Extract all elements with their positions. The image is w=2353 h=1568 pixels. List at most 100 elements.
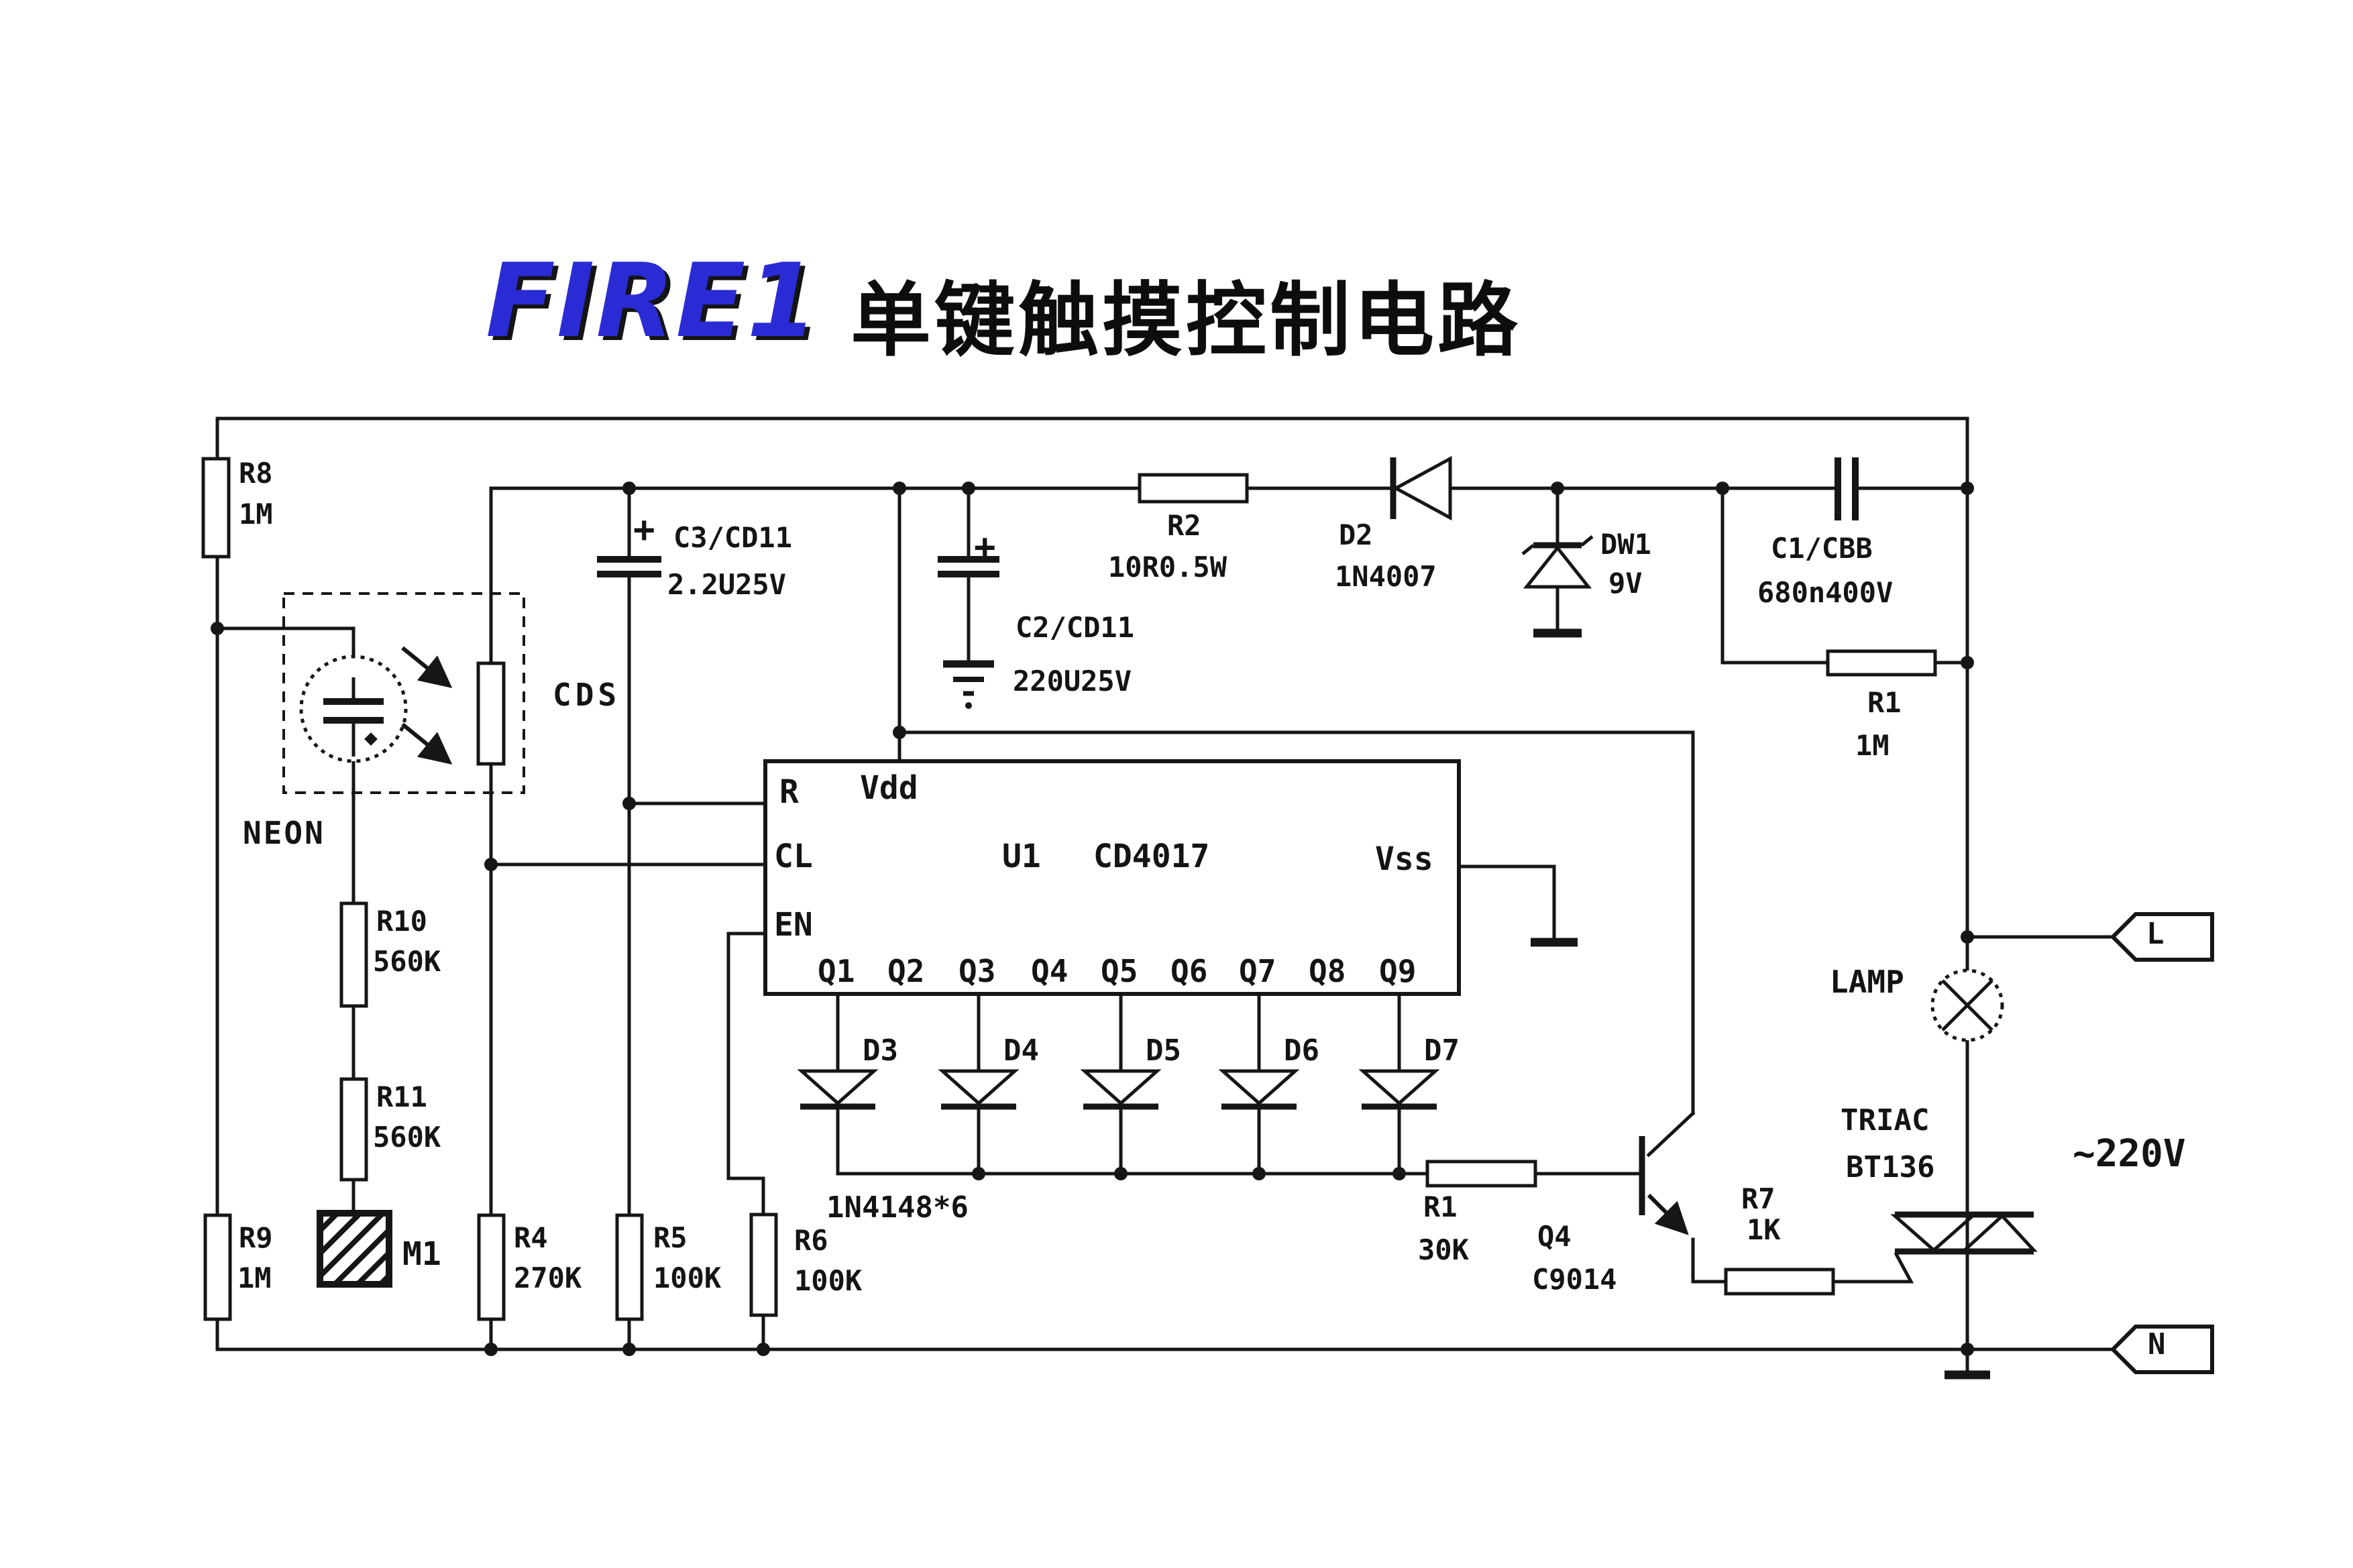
resistor-r10 [339,901,368,1008]
resistor-r2 [1138,473,1249,504]
diode-d6-icon [1218,1069,1300,1110]
resistor-r7 [1724,1268,1835,1296]
resistor-r5 [615,1213,644,1321]
r11-value: 560K [373,1121,441,1154]
terminal-l-label: L [2146,917,2165,951]
d2-ref: D2 [1339,518,1373,551]
r1-base-ref: R1 [1423,1190,1458,1223]
c3-value: 2.2U25V [667,568,787,601]
d7-label: D7 [1424,1033,1460,1068]
resistor-r9 [203,1213,232,1321]
d6-label: D6 [1284,1033,1319,1068]
ic-pin-en: EN [774,906,813,944]
c1-capacitor-icon [1835,457,1859,520]
vdd-feed-wire [897,730,1695,1115]
c1-value: 680n400V [1757,576,1894,609]
junction-dots [211,482,1974,1356]
r2-value: 10R0.5W [1108,551,1227,583]
ic-pin-vss: Vss [1375,840,1433,878]
r4-value: 270K [514,1262,582,1294]
diode-array-note: 1N4148*6 [826,1190,969,1225]
resistor-r8 [201,457,231,559]
mains-label: ~220V [2073,1132,2186,1176]
vss-pin-wire [1457,864,1556,940]
r1-base-value: 30K [1418,1233,1469,1266]
r1-line-ref: R1 [1867,686,1902,719]
r4-ref: R4 [514,1221,548,1254]
c2-value: 220U25V [1013,665,1132,697]
photoresistor-cds [476,661,506,766]
dw1-value: 9V [1608,567,1643,600]
lamp-label: LAMP [1830,964,1904,1000]
ic-pin-q8: Q8 [1309,953,1346,989]
r5-value: 100K [653,1262,722,1294]
q4-value: C9014 [1532,1263,1617,1296]
resistor-r1-base [1425,1160,1537,1188]
terminal-n-flag [2110,1325,2214,1374]
ground-symbols [943,628,1990,1380]
q4-ref: Q4 [1537,1220,1572,1253]
r1-line-branch-wire [1720,486,1969,665]
ic-cd4017-box [763,759,1461,996]
resistor-bodies [201,457,1937,1321]
c3-ref: C3/CD11 [673,521,793,554]
terminal-l-flag [2110,912,2214,962]
ic-pin-cl: CL [774,838,813,875]
capacitor-plates [597,457,1859,577]
c2-capacitor-icon [938,556,999,577]
page-title: 单键触摸控制电路 [851,274,1521,368]
ic-pin-q7: Q7 [1239,953,1276,989]
d4-label: D4 [1003,1033,1039,1068]
r10-ref: R10 [376,905,427,938]
r9-value: 1M [237,1262,272,1294]
ic-pin-q2: Q2 [887,953,925,989]
triac-ref: TRIAC [1841,1103,1930,1137]
diode-d2-icon [1390,455,1452,521]
optocoupler-dashed-box [282,592,525,794]
brand-logo: FIRE1 [486,241,820,360]
ic-ref: U1 [1002,838,1041,875]
c1-ref: C1/CBB [1771,532,1873,565]
r2-ref: R2 [1167,509,1201,542]
r7-value: 1K [1747,1213,1781,1246]
triac-bt136-icon [1890,1211,2038,1255]
ic-pin-r: R [779,773,799,811]
cds-label: CDS [553,677,621,713]
m1-label: M1 [402,1235,441,1273]
c2-ground-icon [943,660,994,709]
touch-pad-m1 [317,1210,392,1288]
resistor-r4 [477,1213,506,1321]
r1-line-value: 1M [1855,729,1890,762]
neon-lamp-icon [299,655,408,763]
c3-capacitor-icon [597,556,661,577]
triac-part: BT136 [1846,1150,1935,1184]
resistor-r1-line [1826,649,1937,677]
ic-part: CD4017 [1093,838,1210,875]
r10-value: 560K [373,945,441,978]
r9-ref: R9 [239,1221,273,1254]
diode-d4-icon [938,1069,1020,1110]
c3-plus: + [633,508,655,551]
resistor-r6 [749,1213,778,1317]
zener-dw1-icon [1521,535,1594,589]
output-diode-icons [797,1069,1440,1110]
ic-pin-q5: Q5 [1101,953,1138,989]
transistor-q4-icon [1639,1136,1689,1235]
diode-d7-icon [1358,1069,1440,1110]
d2-value: 1N4007 [1335,560,1437,593]
light-arrows-icon [401,646,453,765]
r5-ref: R5 [653,1221,688,1254]
r7-ref: R7 [1741,1182,1775,1215]
d5-label: D5 [1146,1033,1181,1068]
diode-d5-icon [1080,1069,1162,1110]
c2-plus: + [974,526,996,568]
ic-pin-q4: Q4 [1031,953,1069,989]
lamp-icon [1930,968,2004,1042]
d3-label: D3 [863,1033,898,1068]
ic-pin-vdd: Vdd [860,769,918,807]
dw1-ref: DW1 [1600,528,1651,561]
r6-value: 100K [794,1264,863,1297]
q4-collector-wire [1646,1111,1696,1158]
